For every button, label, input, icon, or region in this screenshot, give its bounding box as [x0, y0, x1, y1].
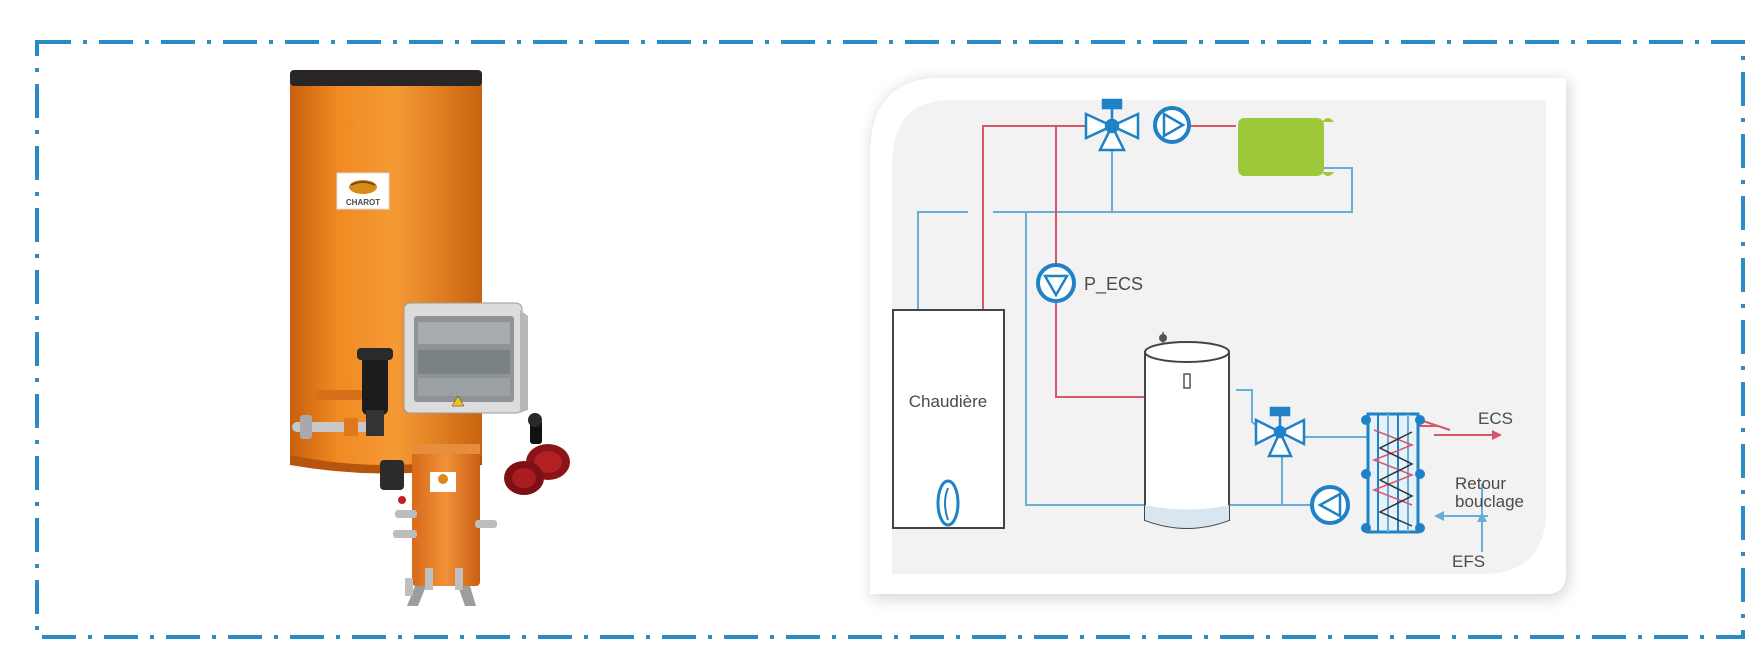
radiator [1238, 118, 1334, 176]
return-line-label-2: bouclage [1455, 492, 1524, 511]
product-photo: CHAROT [290, 70, 570, 606]
pump-ecs-icon [1036, 263, 1076, 303]
three-way-valve-bottom-icon [1254, 406, 1306, 458]
circulator-pump-photo [357, 348, 393, 436]
three-way-valve-top-icon [1084, 98, 1140, 152]
pump-top-icon [1153, 106, 1191, 144]
boiler [892, 309, 1005, 529]
product-pipes [292, 390, 382, 439]
pump-bottom-icon [1310, 485, 1350, 525]
pump-ecs-label: P_ECS [1084, 274, 1143, 295]
storage-tank-schematic [1144, 332, 1230, 529]
plate-heat-exchanger-photo [393, 444, 497, 606]
hot-water-out-arrow [1434, 430, 1502, 440]
boiler-label: Chaudière [909, 392, 987, 411]
control-box [403, 302, 528, 414]
hot-pipes [982, 125, 1451, 431]
brand-logo: CHAROT [336, 172, 390, 210]
brand-label: CHAROT [346, 198, 380, 207]
heat-exchanger-schematic [1361, 412, 1425, 534]
schematic-diagram: P_ECS Chaudière [870, 78, 1568, 598]
return-line-label-1: Retour [1455, 474, 1506, 493]
red-pumps [504, 413, 570, 495]
hot-water-out-label: ECS [1478, 409, 1513, 428]
cold-water-in-label: EFS [1452, 552, 1485, 571]
dashed-frame [35, 40, 1745, 639]
cold-water-in-arrow [1477, 512, 1487, 522]
